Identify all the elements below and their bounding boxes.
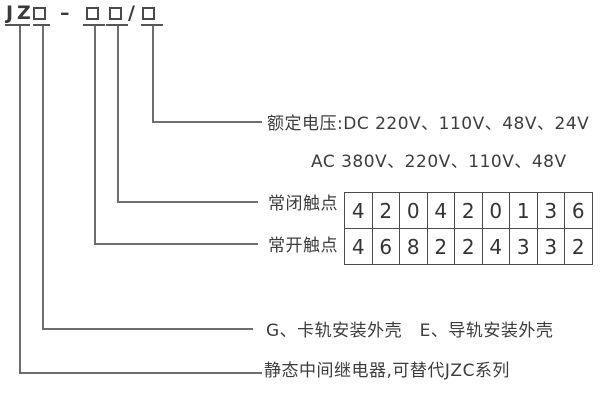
table-cell: 3: [509, 228, 538, 265]
contact-count-table: 4 2 0 4 2 0 1 3 6 4 6 8 2 2 4 3 3 2: [344, 192, 593, 265]
code-letter-j: J: [6, 2, 14, 24]
code-box-nc-contacts: [109, 7, 122, 20]
callout-line-no-contacts: [94, 26, 258, 245]
callout-line-shell: [42, 26, 253, 330]
code-slash: /: [128, 2, 135, 24]
nc-contacts-row: 4 2 0 4 2 0 1 3 6: [344, 192, 593, 229]
code-box-shell-type: [33, 7, 46, 20]
underline-tick-no-box: [83, 24, 105, 26]
table-cell: 3: [536, 228, 565, 265]
table-cell: 2: [454, 228, 483, 265]
series-description-label: 静态中间继电器,可替代JZC系列: [264, 361, 510, 381]
table-cell: 6: [564, 192, 593, 229]
underline-tick-voltage-box: [141, 24, 163, 26]
underline-tick-nc-box: [106, 24, 128, 26]
table-cell: 4: [344, 192, 373, 229]
nc-contacts-label: 常闭触点: [268, 194, 338, 214]
callout-line-nc-contacts: [117, 26, 258, 203]
table-cell: 0: [481, 192, 510, 229]
table-cell: 4: [481, 228, 510, 265]
code-dash: –: [60, 2, 70, 24]
table-cell: 2: [426, 228, 455, 265]
callout-line-series: [19, 26, 262, 374]
table-cell: 2: [564, 228, 593, 265]
rated-voltage-dc-label: 额定电压:DC 220V、110V、48V、24V: [267, 114, 590, 134]
underline-tick-jz: [5, 24, 30, 26]
table-cell: 2: [371, 192, 400, 229]
table-cell: 4: [426, 192, 455, 229]
table-cell: 6: [371, 228, 400, 265]
table-cell: 2: [454, 192, 483, 229]
underline-tick-shell-box: [33, 24, 50, 26]
rated-voltage-ac-label: AC 380V、220V、110V、48V: [311, 152, 567, 172]
table-cell: 3: [536, 192, 565, 229]
no-contacts-row: 4 6 8 2 2 4 3 3 2: [344, 228, 593, 265]
table-cell: 1: [509, 192, 538, 229]
shell-options-label: G、卡轨安装外壳 E、导轨安装外壳: [266, 321, 554, 341]
code-box-no-contacts: [86, 7, 99, 20]
code-letter-z: Z: [17, 2, 31, 24]
table-cell: 0: [399, 192, 428, 229]
code-box-voltage: [142, 7, 155, 20]
callout-line-rated-voltage: [152, 26, 262, 123]
table-cell: 8: [399, 228, 428, 265]
table-cell: 4: [344, 228, 373, 265]
no-contacts-label: 常开触点: [268, 236, 338, 256]
